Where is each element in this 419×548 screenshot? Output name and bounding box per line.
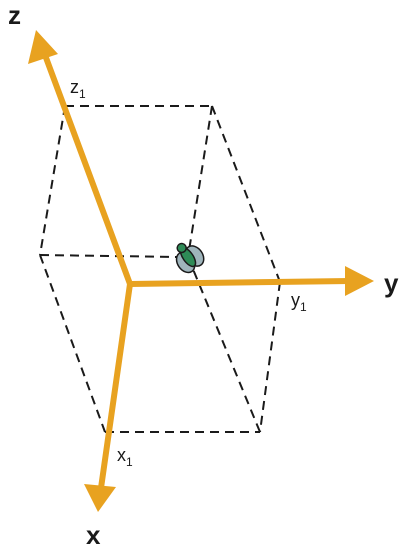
dash-fly-diag — [187, 256, 261, 433]
dash-left-diag — [39, 254, 106, 433]
x1-label: x1 — [117, 445, 133, 469]
x1-sub: 1 — [126, 455, 133, 469]
y1-label: y1 — [291, 290, 307, 314]
y-axis-line — [127, 278, 353, 287]
z1-sub: 1 — [79, 87, 86, 101]
axes — [28, 30, 374, 512]
dashed-box — [39, 105, 281, 433]
fly-icon — [175, 242, 205, 274]
z-axis-line — [42, 52, 133, 287]
y-axis-arrowhead — [345, 266, 374, 296]
dash-top-right-down — [187, 105, 213, 258]
x-axis-line — [98, 281, 133, 491]
z1-label: z1 — [70, 77, 86, 101]
dash-left-mid — [39, 254, 179, 258]
y-axis-name: y — [384, 268, 399, 298]
fly-head — [176, 242, 187, 254]
dash-y1-down — [259, 281, 281, 433]
y1-sub: 1 — [300, 300, 307, 314]
x-axis-arrowhead — [84, 484, 116, 512]
z-axis-name: z — [8, 0, 21, 30]
y1-base: y — [291, 290, 300, 310]
z-axis-arrowhead — [28, 30, 58, 64]
dash-z1-left — [39, 105, 66, 256]
dash-top-right-diag — [211, 105, 281, 283]
x-axis-name: x — [86, 520, 101, 548]
x1-base: x — [117, 445, 126, 465]
z1-base: z — [70, 77, 79, 97]
